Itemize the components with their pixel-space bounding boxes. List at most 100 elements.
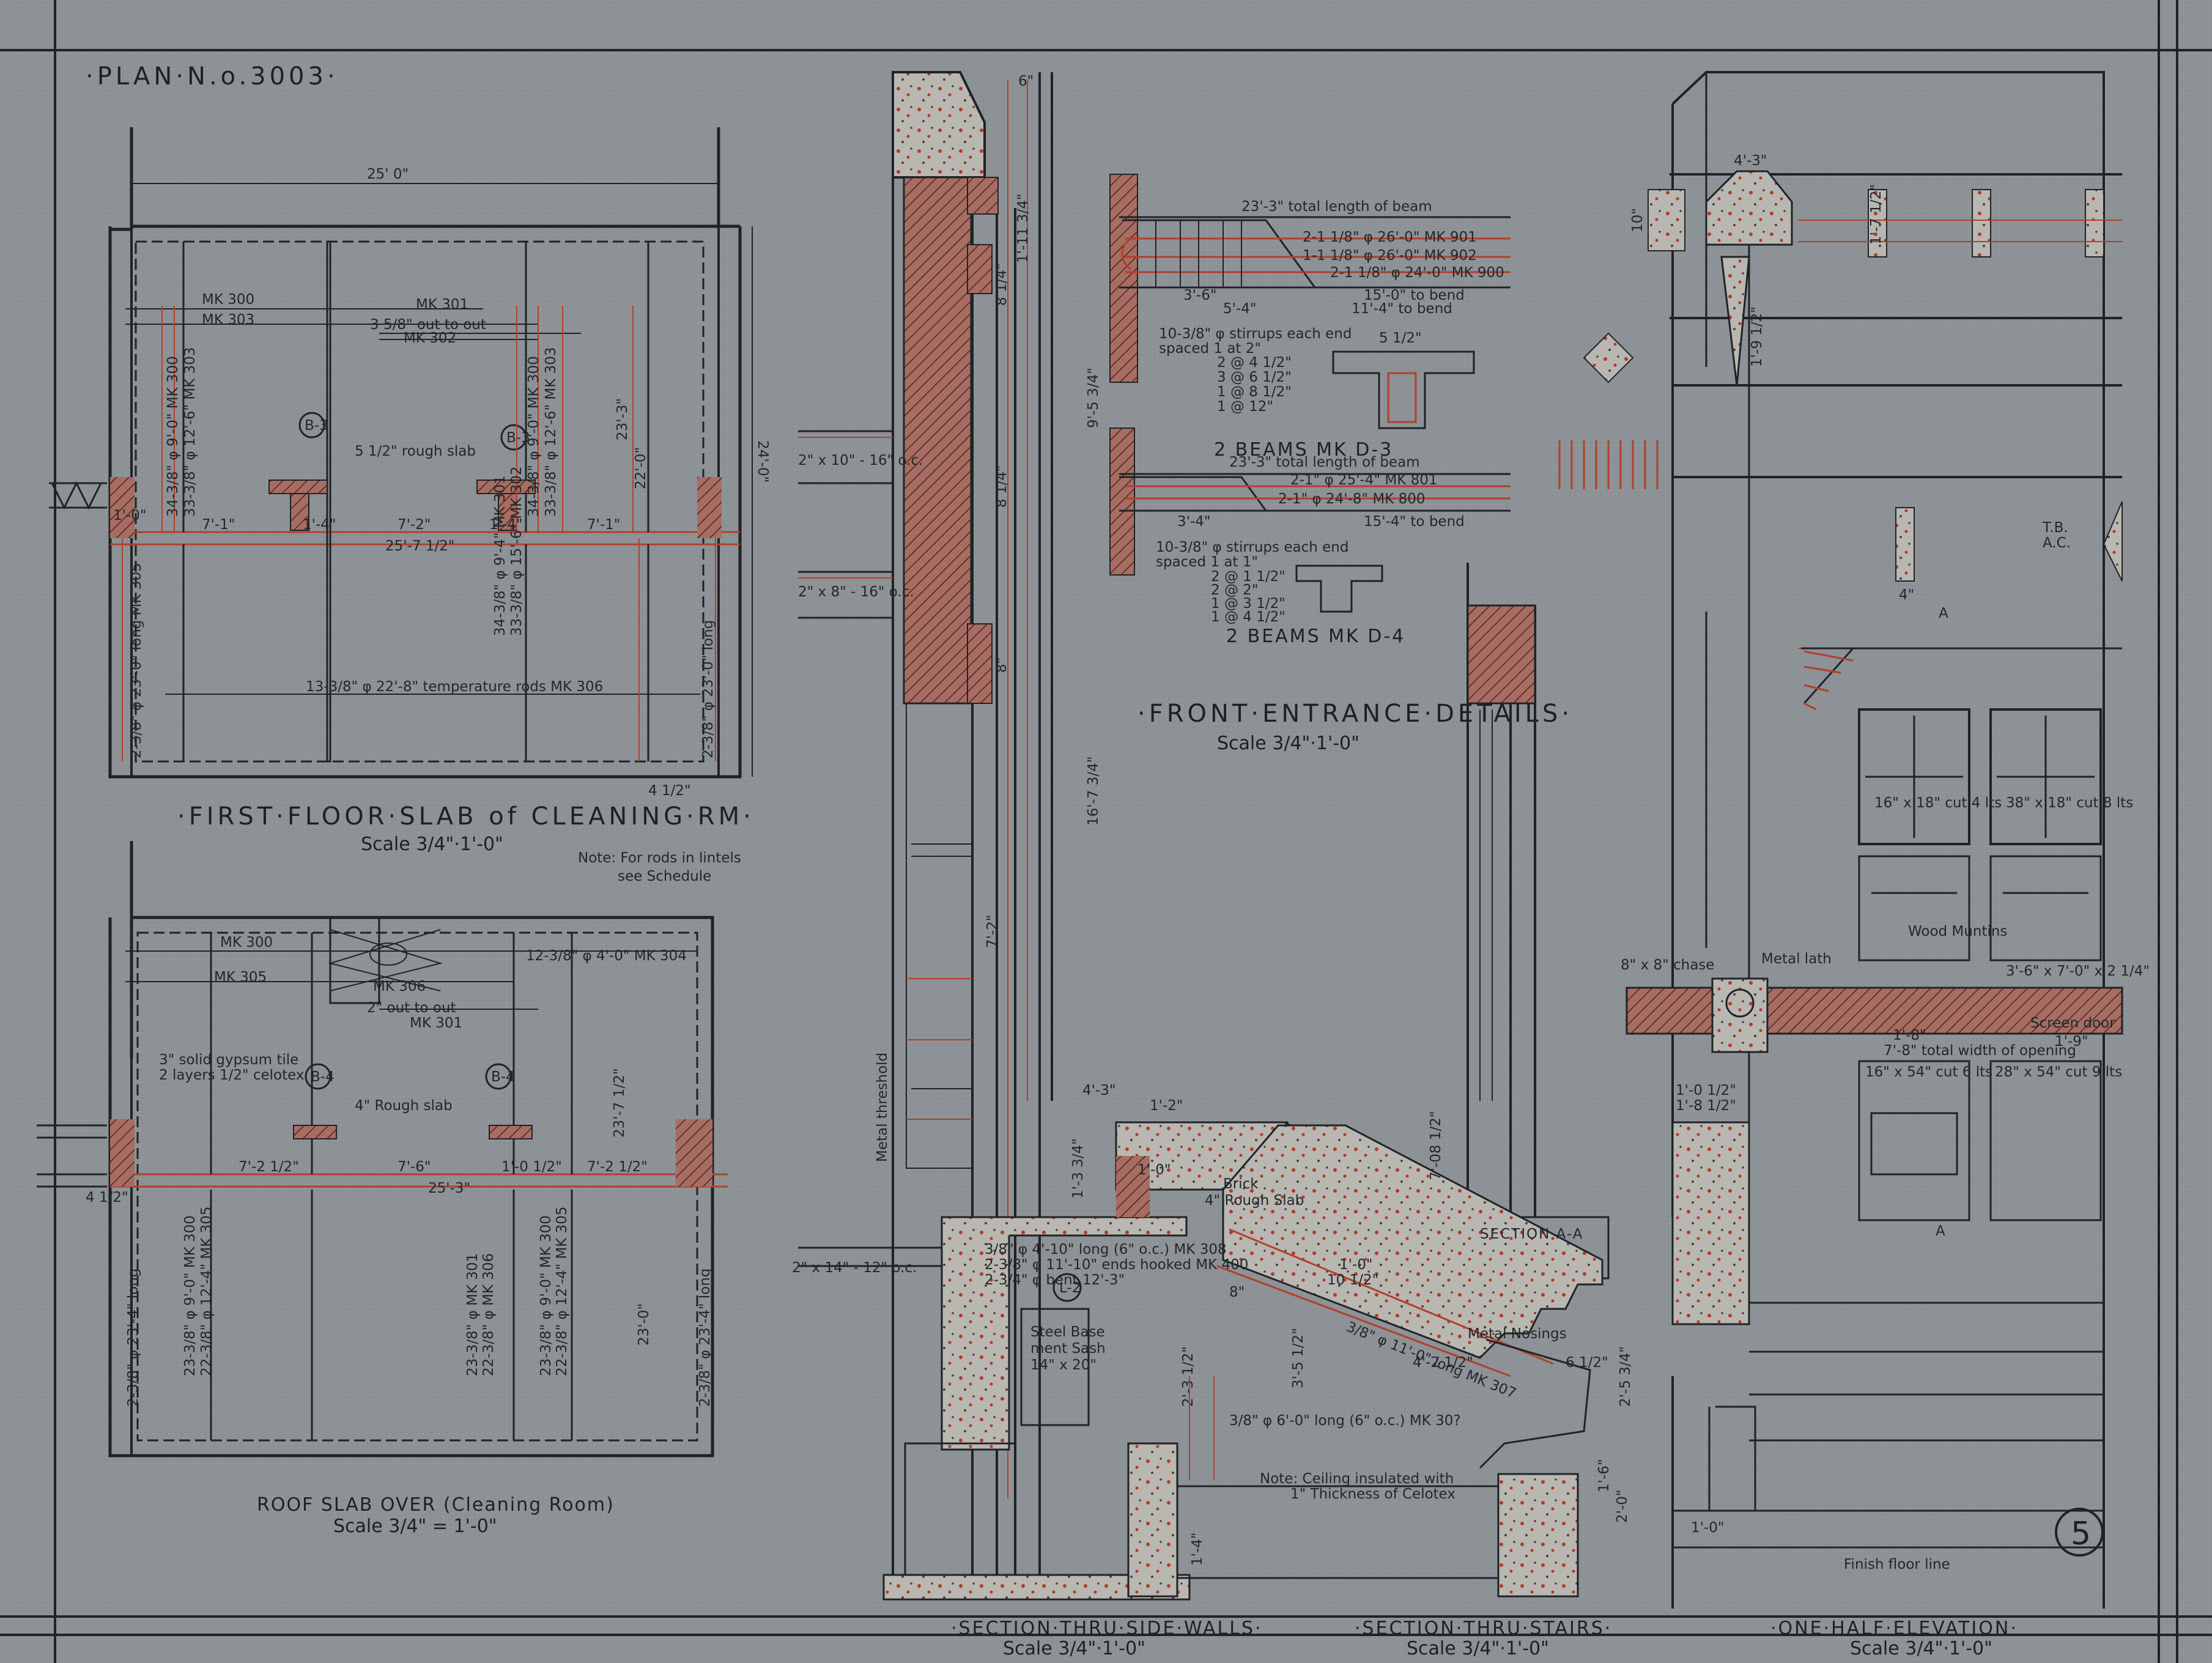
sheet-number: 5: [2071, 1516, 2091, 1552]
ff-note-1: Note: For rods in lintels: [578, 850, 741, 866]
beam-tag-b3-right: [500, 424, 527, 451]
el-sec-a-top: A: [1939, 606, 1948, 621]
st-dim-1-0: 1'-0": [1137, 1162, 1171, 1178]
stair-stringer: [1222, 1124, 1604, 1359]
el-glass: 3'-6" x 7'-0" x 2 1/4": [2006, 963, 2150, 979]
ff-dim-7c: 7'-1": [587, 517, 620, 533]
st-brick: Brick: [1223, 1176, 1259, 1192]
roof-dim-7c: 7'-2 1/2": [587, 1159, 648, 1175]
ff-mk303: MK 303: [202, 312, 254, 328]
st-note-2: 1" Thickness of Celotex: [1290, 1486, 1456, 1502]
ff-rods-300: 34-3/8" φ 9'-0" MK 300: [165, 356, 181, 517]
roof-dim-237: 23'-7 1/2": [612, 1069, 627, 1138]
ff-dim-depth: 24'-0": [755, 440, 771, 483]
roof-mk301: MK 301: [410, 1015, 462, 1031]
ff-mk302: MK 302: [404, 330, 456, 346]
sw-dim-8c: 8": [994, 657, 1010, 673]
ff-dim-1-4a: 1'-4": [303, 517, 336, 533]
ff-rods-303: 33-3/8" φ 12'-6" MK 303: [182, 347, 198, 517]
ff-dim-25: 25'-7 1/2": [385, 538, 454, 554]
parapet-coping: [892, 71, 986, 179]
d4-r1: 2-1" φ 25'-4" MK 801: [1290, 472, 1438, 488]
window-upper-left: [1858, 708, 1970, 845]
beam-b4-label: B-4: [311, 1069, 335, 1085]
d4-st3: 2 @ 1 1/2": [1211, 569, 1285, 585]
el-sec-a-bottom: A: [1936, 1223, 1945, 1239]
stairs-section: 4'-3" 1'-2" 1'-0" Brick 4" Rough Slab 3/…: [985, 563, 1633, 1659]
st-nosings: Metal Nosings: [1468, 1326, 1567, 1342]
d3-d2: 5'-4": [1223, 301, 1256, 317]
plan-number: ·PLAN·N.o.3003·: [86, 62, 339, 91]
st-note-1: Note: Ceiling insulated with: [1260, 1471, 1454, 1487]
el-chase: 8" x 8" chase: [1621, 957, 1714, 973]
roof-slab-plan: B-4 B-4 MK 300 MK 305 MK 306 12-3/8" φ 4…: [37, 841, 728, 1537]
roof-scale: Scale 3/4" = 1'-0": [333, 1516, 497, 1537]
st-rod1: 3/8" φ 4'-10" long (6" o.c.) MK 308: [985, 1242, 1227, 1257]
el-lath: Metal lath: [1761, 951, 1832, 967]
d3-label: 2 BEAMS MK D-3: [1214, 439, 1393, 461]
joist-2x10: 2" x 10" - 16" o.c.: [798, 453, 923, 469]
sw-dim-1-3: 1'-3 3/4": [1070, 1138, 1086, 1199]
steel-sash-2: ment Sash: [1030, 1341, 1106, 1357]
roof-mk305: MK 305: [214, 969, 267, 985]
ff-scale: Scale 3/4"·1'-0": [361, 834, 503, 855]
ff-mk301: MK 301: [416, 297, 468, 313]
st-scale: Scale 3/4"·1'-0": [1407, 1638, 1549, 1659]
beam-tag-b3-left: [298, 412, 325, 439]
beam-b3-left: [268, 480, 328, 494]
beam-details: 23'-3" total length of beam 2-1 1/8" φ 2…: [1109, 174, 1511, 647]
d4-r2: 2-1" φ 24'-8" MK 800: [1278, 491, 1426, 507]
beam-tag-b4-right: [485, 1063, 512, 1090]
el-scale: Scale 3/4"·1'-0": [1850, 1638, 1992, 1659]
sw-dim-2-3: 2'-3 1/2": [1180, 1346, 1196, 1407]
el-dim-4-3: 4'-3": [1734, 153, 1767, 169]
joist-2x8: 2" x 8" - 16" o.c.: [798, 584, 914, 600]
el-dim-1-0: 1'-0 1/2": [1676, 1083, 1736, 1098]
el-dim-1-8b: 1'-8 1/2": [1676, 1098, 1736, 1114]
st-section-aa: SECTION A-A: [1480, 1226, 1583, 1242]
sw-dim-16-7: 16'-7 3/4": [1086, 757, 1101, 826]
d3-total: 23'-3" total length of beam: [1241, 199, 1432, 215]
el-opening: 7'-8" total width of opening: [1884, 1043, 2076, 1059]
st-title: ·SECTION·THRU·STAIRS·: [1355, 1618, 1612, 1639]
front-entrance-title: ·FRONT·ENTRANCE·DETAILS·: [1137, 700, 1573, 728]
el-sash1: 16" x 18" cut 4 lts: [1874, 795, 2002, 811]
ff-dim-1-0: 1'-0": [113, 508, 146, 524]
el-screen: Screen door: [2030, 1015, 2115, 1031]
ff-dim-width: 25' 0": [367, 166, 409, 182]
ff-note-2: see Schedule: [618, 869, 711, 884]
el-sash2: 38" x 18" cut 8 lts: [2006, 795, 2133, 811]
roof-dim-4-5: 4 1/2": [86, 1190, 128, 1206]
beam-b4-label-2: B-4: [491, 1069, 515, 1085]
d3-bend1: 15'-0" to bend: [1364, 287, 1465, 303]
roof-rough-slab: 4" Rough slab: [355, 1098, 453, 1114]
st-rod3: 2-3/4" φ bent 12'-3": [985, 1272, 1125, 1288]
side-walls-section: 2" x 10" - 16" o.c. 2" x 8" - 16" o.c. M…: [792, 71, 1261, 1659]
d4-st1: 10-3/8" φ stirrups each end: [1156, 539, 1348, 555]
roof-gypsum-2: 2 layers 1/2" celotex: [159, 1067, 304, 1083]
beam-b3-label: B-3: [305, 418, 328, 434]
d4-st5: 1 @ 3 1/2": [1211, 596, 1285, 612]
roof-mk300: MK 300: [220, 935, 273, 950]
ff-mk300: MK 300: [202, 292, 254, 308]
st-dim-2-0: 2'-0": [1615, 1490, 1630, 1523]
lintel-tag: [1052, 1273, 1082, 1302]
el-sash3: 16" x 54" cut 6 lts: [1865, 1064, 1992, 1080]
el-ac: A.C.: [2043, 535, 2071, 551]
sw-dim-7-2: 7'-2": [985, 915, 1001, 948]
d3-st3: 2 @ 4 1/2": [1217, 355, 1292, 371]
ff-rods-300b: 34-3/8" φ 9'-0" MK 300: [526, 356, 542, 517]
el-sash4: 28" x 54" cut 9 lts: [1995, 1064, 2122, 1080]
sw-dim-11: 1'-11 3/4": [1015, 194, 1031, 263]
elevation-pier: [1671, 1121, 1750, 1325]
roof-gypsum-1: 3" solid gypsum tile: [159, 1052, 298, 1068]
d4-st4: 2 @ 2": [1211, 582, 1258, 598]
ff-long-rods: 2-3/8" φ 23'-0" long: [700, 620, 716, 758]
el-dim-4: 4": [1899, 587, 1914, 603]
el-dim-1-8: 1'-8": [1893, 1028, 1926, 1043]
el-dim-1-9: 1'-9 1/2": [1749, 306, 1765, 367]
first-floor-slab-plan: 25' 0" 24'-0" B-3 B-3 MK 300 MK 301 MK 3…: [49, 127, 771, 884]
